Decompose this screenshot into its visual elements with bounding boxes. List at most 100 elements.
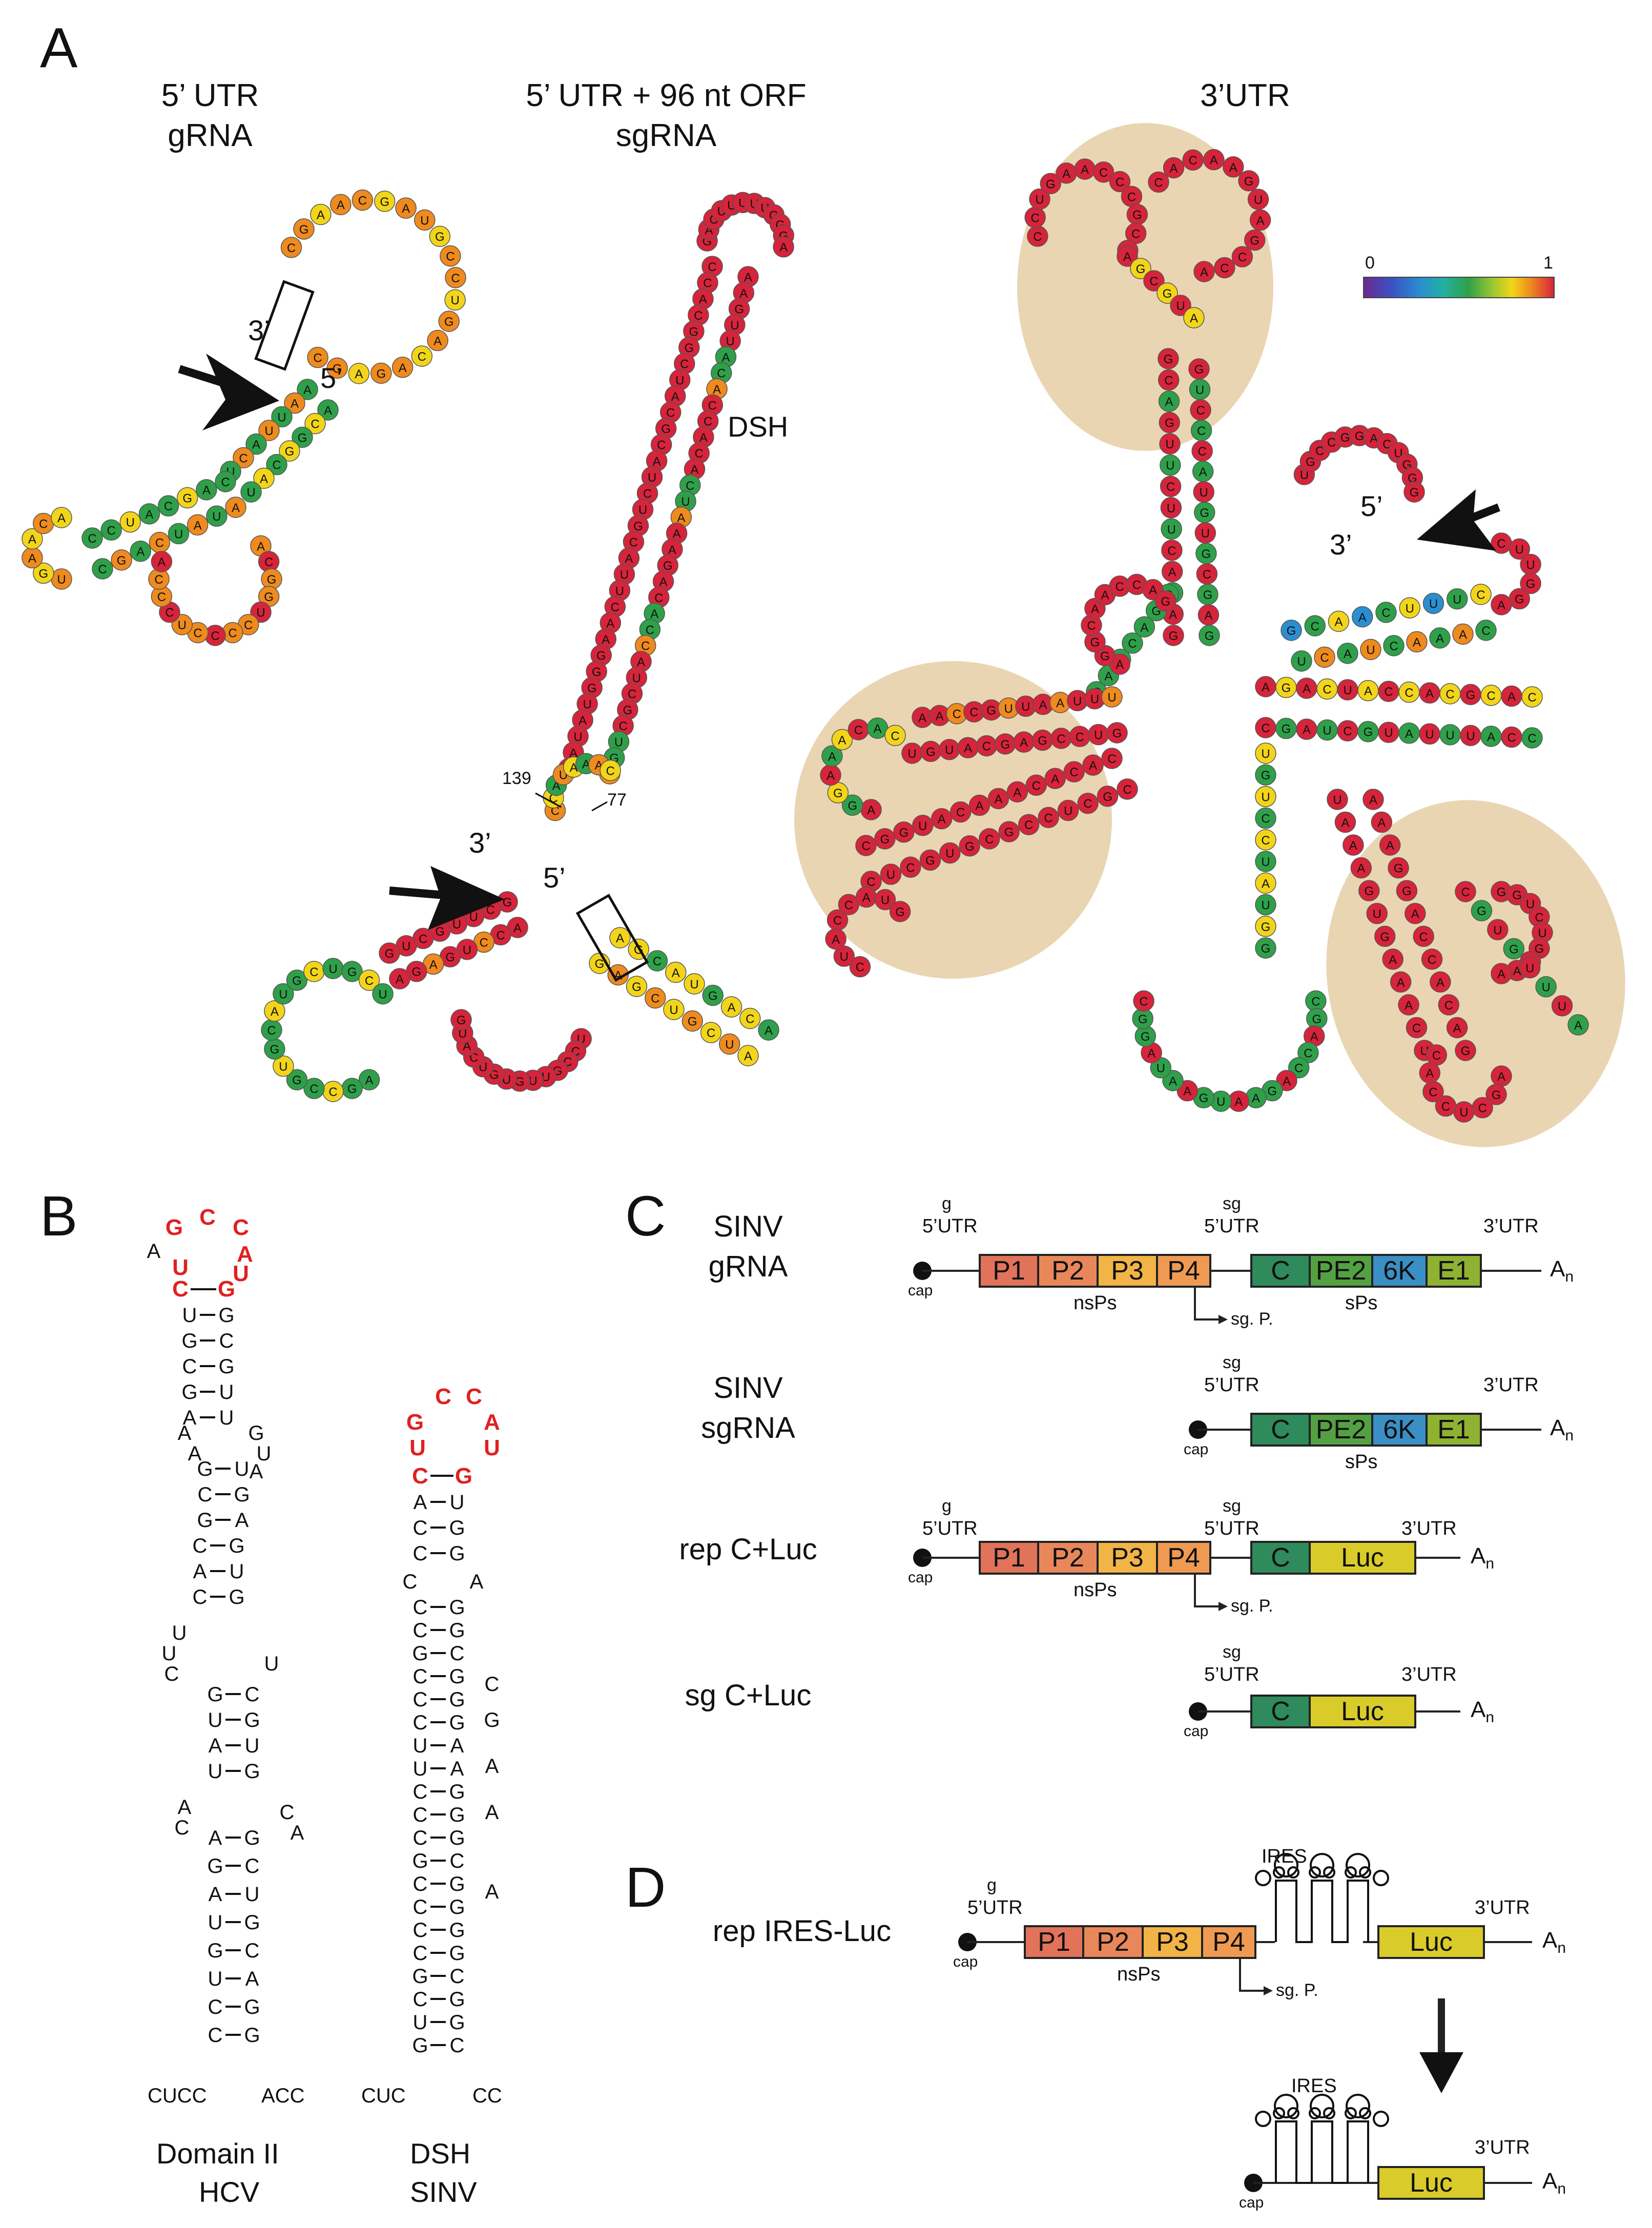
svg-text:A: A: [637, 655, 645, 669]
svg-text:A: A: [136, 545, 144, 559]
svg-text:G: G: [1492, 1088, 1501, 1102]
svg-text:A: A: [194, 519, 202, 532]
svg-text:U: U: [726, 335, 734, 348]
base-letter: A: [250, 1460, 263, 1483]
nucleotide: A: [1006, 781, 1028, 803]
nucleotide: A: [662, 539, 683, 560]
nucleotide: C: [1190, 420, 1212, 441]
svg-text:C: C: [1116, 580, 1124, 594]
svg-text:U: U: [1384, 726, 1393, 740]
svg-text:C: C: [969, 706, 978, 719]
svg-text:U: U: [881, 894, 890, 907]
svg-text:U: U: [945, 847, 954, 861]
ires-loop: [1310, 2094, 1334, 2118]
svg-text:C: C: [1076, 730, 1084, 744]
box-c: C: [1250, 1413, 1311, 1447]
svg-text:U: U: [1254, 193, 1263, 207]
base-letter: U: [233, 1261, 249, 1286]
nucleotide: A: [1296, 718, 1317, 740]
svg-text:G: G: [632, 980, 642, 994]
svg-text:U: U: [1261, 790, 1270, 804]
label-sgp: sg. P.: [1231, 1596, 1273, 1616]
svg-text:C: C: [1033, 230, 1042, 244]
svg-text:A: A: [252, 438, 260, 452]
nucleotide: A: [389, 968, 410, 989]
nucleotide: U: [1194, 522, 1216, 544]
nucleotide: A: [670, 506, 692, 528]
svg-text:A: A: [828, 750, 836, 764]
svg-text:U: U: [264, 424, 273, 438]
svg-text:A: A: [1039, 698, 1047, 712]
svg-text:G: G: [1461, 1044, 1471, 1058]
label-3utr: 3’UTR: [1483, 1374, 1539, 1396]
nucleotide: G: [1388, 857, 1409, 879]
svg-text:G: G: [1200, 506, 1209, 520]
nucleotide: C: [884, 725, 906, 747]
nucleotide: G: [1255, 916, 1276, 937]
nucleotide: G: [1261, 1080, 1283, 1102]
nucleotide: C: [849, 956, 871, 978]
svg-text:C: C: [1476, 588, 1485, 602]
nucleotide: C: [1378, 680, 1399, 702]
colorbar: [1363, 277, 1555, 298]
nucleotide: U: [626, 667, 648, 689]
nucleotide: U: [1509, 538, 1531, 560]
label-g: g: [942, 1194, 952, 1213]
sgp-arrowhead: [1264, 1986, 1273, 1995]
svg-text:C: C: [666, 406, 675, 420]
ires-stem: [1275, 2120, 1369, 2184]
svg-text:U: U: [1021, 700, 1030, 714]
nucleotide: G: [286, 1069, 308, 1090]
svg-text:G: G: [833, 787, 843, 800]
svg-text:A: A: [699, 293, 707, 306]
nucleotide: C: [304, 412, 326, 435]
svg-text:A: A: [1497, 599, 1505, 612]
nucleotide: G: [1403, 481, 1425, 503]
svg-text:C: C: [313, 352, 322, 365]
svg-text:G: G: [1163, 287, 1172, 301]
svg-text:U: U: [1201, 527, 1210, 541]
nucleotide: U: [1337, 679, 1358, 700]
nucleotide: U: [1360, 638, 1381, 661]
label-3utr: 3’UTR: [1401, 1518, 1457, 1539]
nucleotide: C: [1101, 748, 1123, 769]
svg-text:G: G: [1138, 1013, 1148, 1026]
nucleotide: A: [968, 794, 990, 816]
nucleotide: A: [1379, 834, 1401, 856]
base-pair-left: U: [413, 1758, 428, 1780]
nucleotide: U: [1378, 721, 1399, 743]
svg-text:G: G: [1164, 353, 1173, 366]
svg-text:U: U: [463, 943, 471, 957]
svg-text:A: A: [1405, 999, 1413, 1013]
nucleotide: A: [1362, 789, 1384, 810]
svg-text:A: A: [721, 350, 730, 364]
base-pair-left: C: [413, 1711, 428, 1734]
base-letter: C: [175, 1817, 190, 1839]
svg-text:A: A: [1051, 772, 1059, 786]
base-pair-right: G: [449, 1942, 465, 1965]
nucleotide: A: [225, 497, 246, 518]
svg-text:G: G: [1112, 727, 1122, 740]
base-pair-left: C: [413, 1827, 428, 1849]
svg-text:C: C: [451, 272, 460, 285]
label-sps: sPs: [1345, 1451, 1378, 1473]
svg-text:C: C: [1446, 688, 1454, 702]
svg-text:U: U: [1035, 193, 1044, 207]
svg-text:A: A: [964, 741, 972, 755]
svg-text:G: G: [117, 554, 127, 568]
label-g: g: [987, 1875, 997, 1895]
nucleotide: A: [1197, 604, 1220, 626]
svg-text:U: U: [1541, 981, 1550, 995]
base-pair-left: G: [207, 1855, 223, 1878]
nucleotide: U: [939, 842, 961, 864]
svg-text:C: C: [309, 1082, 318, 1096]
svg-text:C: C: [1154, 176, 1163, 190]
box-struct1: [254, 280, 315, 371]
nucleotide: G: [1194, 502, 1215, 523]
nucleotide: A: [264, 1000, 285, 1022]
nucleotide: C: [233, 447, 254, 469]
nucleotide: C: [1421, 948, 1443, 970]
base-pair-right: G: [244, 1709, 260, 1731]
svg-text:A: A: [1574, 1019, 1582, 1033]
svg-text:A: A: [582, 757, 590, 771]
